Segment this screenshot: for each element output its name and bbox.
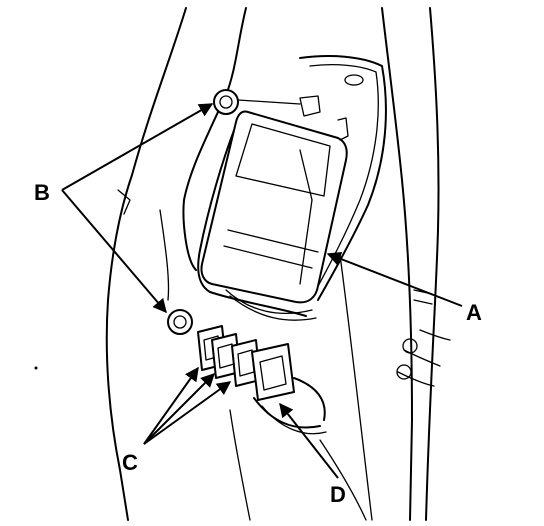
callout-d: D: [330, 482, 346, 507]
callout-b: B: [34, 180, 50, 205]
control-unit-a: [200, 95, 349, 321]
wiring-harness: [253, 289, 451, 435]
callout-c: C: [122, 450, 138, 475]
body-panel: [105, 7, 440, 521]
bolt-lower: [167, 309, 193, 335]
callout-a: A: [466, 300, 482, 325]
leader-lines: [61, 103, 463, 479]
connector-d: [251, 343, 295, 401]
stray-mark: [34, 366, 38, 370]
bolt-upper: [213, 89, 301, 115]
